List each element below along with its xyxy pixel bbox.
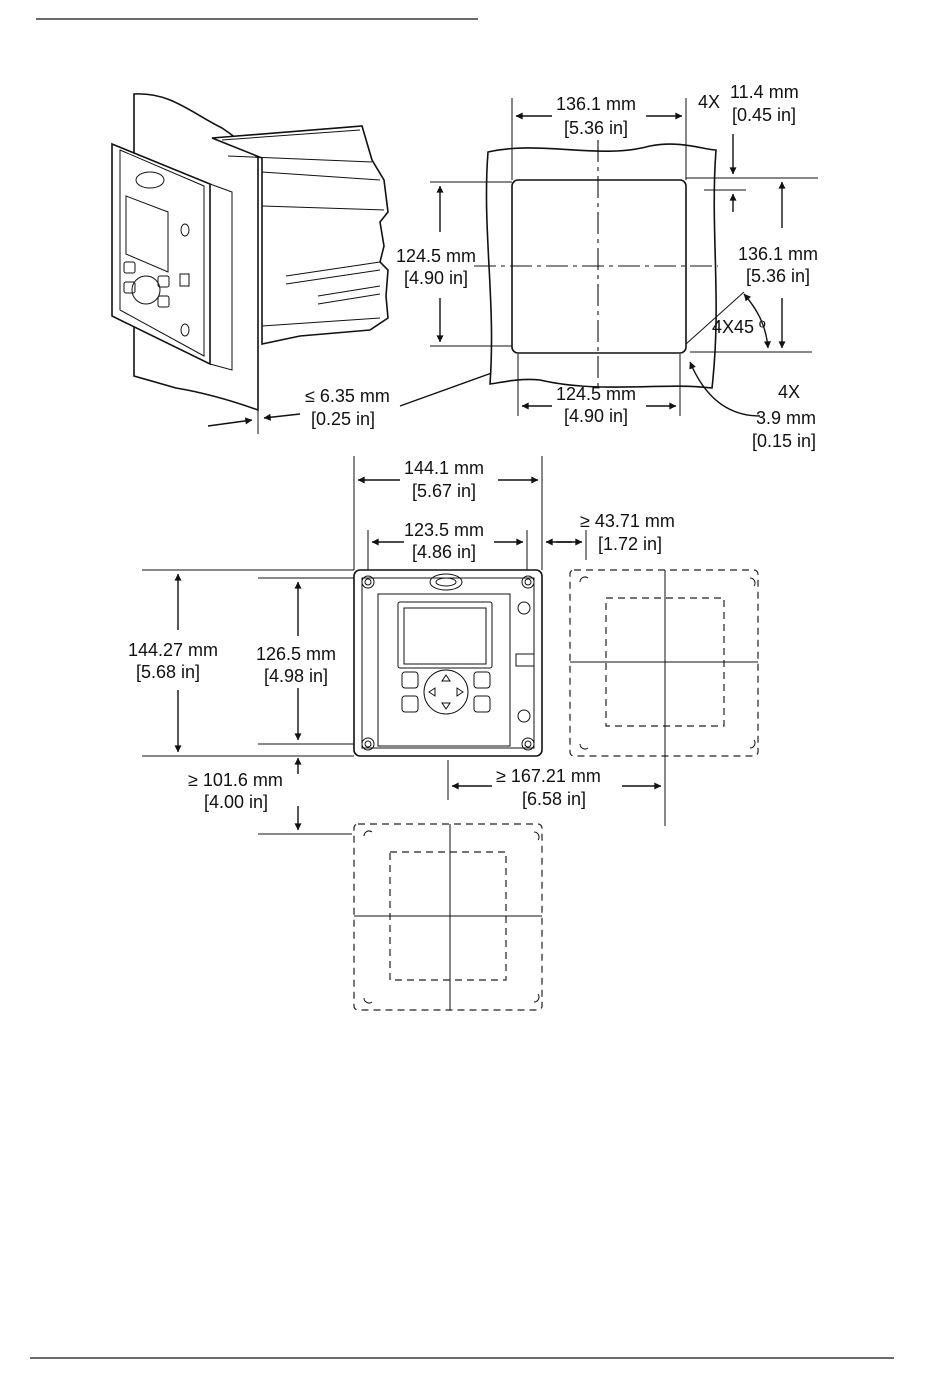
overall-width-in-label: [5.67 in] xyxy=(412,481,476,501)
cutout-width-mm-label: 136.1 mm xyxy=(556,94,636,114)
cutout-side-mm-label: 136.1 mm xyxy=(738,244,818,264)
radius-count-label: 4X xyxy=(778,382,800,402)
thickness-mm-label: ≤ 6.35 mm xyxy=(305,386,390,406)
spacing-below-mm-label: ≥ 101.6 mm xyxy=(188,770,283,790)
corner-offset-in-label: [0.45 in] xyxy=(732,105,796,125)
cutout-height-mm-label: 124.5 mm xyxy=(396,246,476,266)
overall-width-mm-label: 144.1 mm xyxy=(404,458,484,478)
cutout-height-in-label: [4.90 in] xyxy=(404,268,468,288)
spacing-right-in-label: [1.72 in] xyxy=(598,534,662,554)
cutout-bottom-in-label: [4.90 in] xyxy=(564,406,628,426)
controller-front-view xyxy=(354,570,542,756)
radius-mm-label: 3.9 mm xyxy=(756,408,816,428)
clearance-outline-below xyxy=(354,824,542,1010)
hole-width-mm-label: 123.5 mm xyxy=(404,520,484,540)
pitch-in-label: [6.58 in] xyxy=(522,789,586,809)
pitch-mm-label: ≥ 167.21 mm xyxy=(496,766,601,786)
corner-offset-mm-label: 11.4 mm xyxy=(730,82,799,102)
cutout-side-in-label: [5.36 in] xyxy=(746,266,810,286)
spacing-right-mm-label: ≥ 43.71 mm xyxy=(580,511,675,531)
hole-width-in-label: [4.86 in] xyxy=(412,542,476,562)
cutout-bottom-mm-label: 124.5 mm xyxy=(556,384,636,404)
spacing-below-in-label: [4.00 in] xyxy=(204,792,268,812)
hole-height-in-label: [4.98 in] xyxy=(264,666,328,686)
controller-3d-illustration xyxy=(112,94,388,410)
chamfer-angle-label: 4X45 º xyxy=(712,317,766,337)
overall-height-in-label: [5.68 in] xyxy=(136,662,200,682)
radius-in-label: [0.15 in] xyxy=(752,431,816,451)
cutout-width-in-label: [5.36 in] xyxy=(564,118,628,138)
thickness-in-label: [0.25 in] xyxy=(311,409,375,429)
panel-cutout-view xyxy=(474,140,718,390)
hole-height-mm-label: 126.5 mm xyxy=(256,644,336,664)
clearance-outline-right xyxy=(570,570,758,826)
overall-height-mm-label: 144.27 mm xyxy=(128,640,218,660)
corner-offset-count-label: 4X xyxy=(698,92,720,112)
